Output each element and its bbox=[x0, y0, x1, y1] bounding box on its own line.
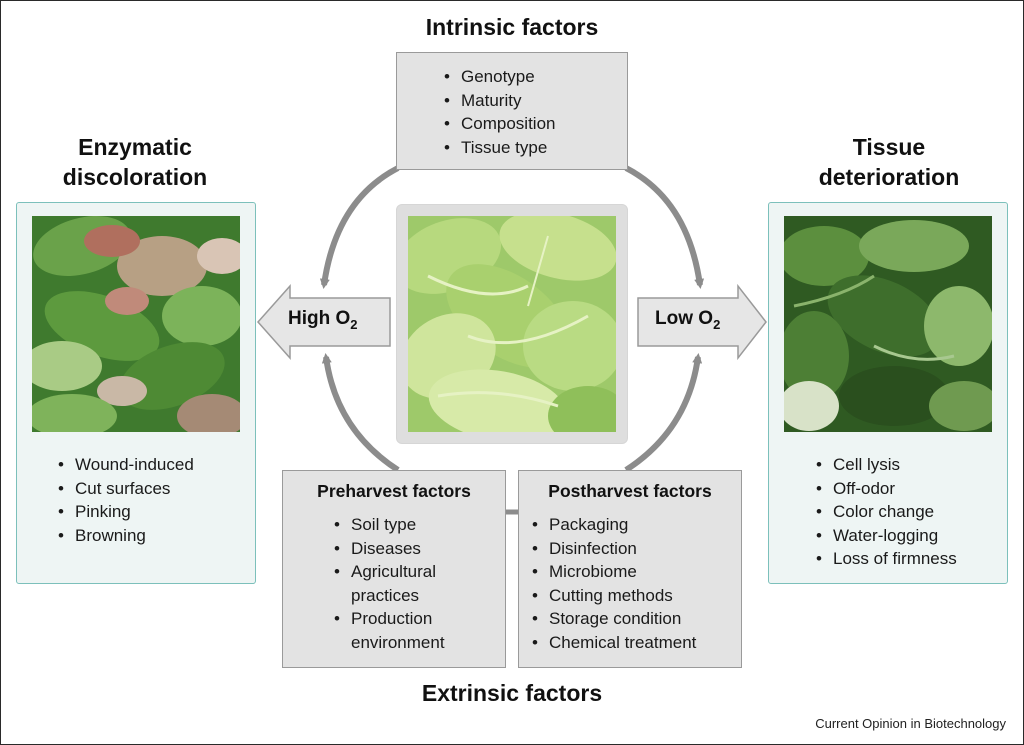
fresh-lettuce-photo bbox=[408, 216, 616, 432]
list-item: Storage condition bbox=[527, 607, 696, 631]
arc-top-right bbox=[624, 165, 705, 289]
intrinsic-heading: Intrinsic factors bbox=[425, 14, 599, 40]
list-item: Soil type bbox=[329, 513, 459, 537]
postharvest-box: Postharvest factors PackagingDisinfectio… bbox=[518, 470, 742, 668]
postharvest-title: Postharvest factors bbox=[548, 481, 712, 501]
list-item: Maturity bbox=[439, 89, 556, 113]
list-item: Composition bbox=[439, 112, 556, 136]
list-item: Tissue type bbox=[439, 136, 556, 160]
preharvest-title: Preharvest factors bbox=[317, 481, 471, 501]
high-o2-arrow bbox=[256, 284, 391, 360]
list-item: Agricultural practices bbox=[329, 560, 459, 607]
list-item: Chemical treatment bbox=[527, 631, 696, 655]
list-item: Production environment bbox=[329, 607, 459, 654]
list-item: Packaging bbox=[527, 513, 696, 537]
list-item: Water-logging bbox=[811, 524, 957, 548]
list-item: Cell lysis bbox=[811, 453, 957, 477]
browned-lettuce-photo bbox=[32, 216, 240, 432]
arc-bottom-left bbox=[321, 353, 400, 473]
list-item: Genotype bbox=[439, 65, 556, 89]
journal-credit: Current Opinion in Biotechnology bbox=[815, 716, 1006, 731]
extrinsic-heading: Extrinsic factors bbox=[421, 680, 603, 706]
list-item: Pinking bbox=[53, 500, 194, 524]
preharvest-list: Soil typeDiseasesAgricultural practicesP… bbox=[329, 513, 459, 654]
intrinsic-list: GenotypeMaturityCompositionTissue type bbox=[439, 65, 556, 159]
tissue-list: Cell lysisOff-odorColor changeWater-logg… bbox=[811, 453, 957, 571]
list-item: Wound-induced bbox=[53, 453, 194, 477]
list-item: Diseases bbox=[329, 537, 459, 561]
low-o2-arrow bbox=[637, 283, 767, 361]
list-item: Off-odor bbox=[811, 477, 957, 501]
list-item: Cutting methods bbox=[527, 584, 696, 608]
enzymatic-list: Wound-inducedCut surfacesPinkingBrowning bbox=[53, 453, 194, 547]
postharvest-list: PackagingDisinfectionMicrobiomeCutting m… bbox=[527, 513, 696, 654]
list-item: Loss of firmness bbox=[811, 547, 957, 571]
high-o2-label: High O2 bbox=[288, 308, 358, 332]
list-item: Microbiome bbox=[527, 560, 696, 584]
list-item: Disinfection bbox=[527, 537, 696, 561]
preharvest-box: Preharvest factors Soil typeDiseasesAgri… bbox=[282, 470, 506, 668]
arc-top-left bbox=[319, 165, 400, 289]
intrinsic-box: GenotypeMaturityCompositionTissue type bbox=[396, 52, 628, 170]
tissue-heading: Tissue deterioration bbox=[818, 134, 960, 190]
low-o2-label: Low O2 bbox=[655, 308, 721, 332]
arc-bottom-right bbox=[624, 353, 703, 473]
enzymatic-heading: Enzymatic discoloration bbox=[62, 134, 208, 190]
list-item: Color change bbox=[811, 500, 957, 524]
deteriorated-lettuce-photo bbox=[784, 216, 992, 432]
list-item: Cut surfaces bbox=[53, 477, 194, 501]
list-item: Browning bbox=[53, 524, 194, 548]
